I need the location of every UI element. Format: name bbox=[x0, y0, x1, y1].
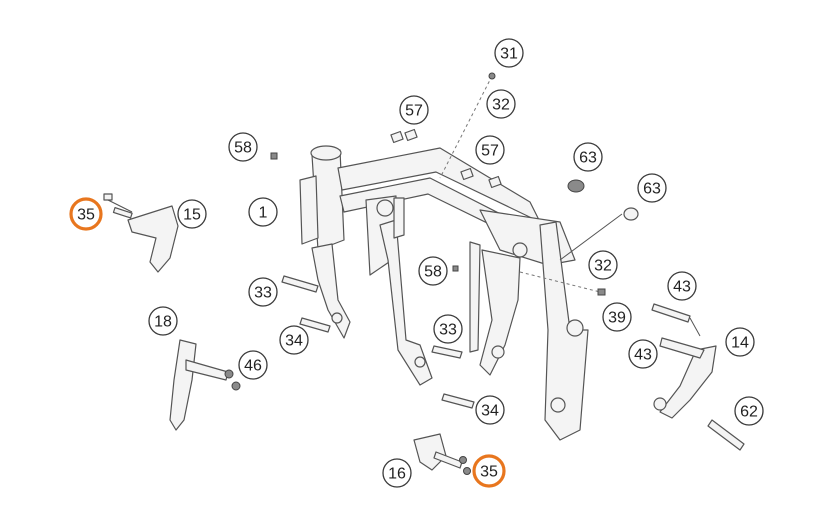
callout-label: 63 bbox=[579, 150, 597, 167]
callout-14[interactable]: 14 bbox=[725, 327, 755, 357]
callout-ring bbox=[494, 38, 524, 68]
callout-63[interactable]: 63 bbox=[573, 142, 603, 172]
callout-58[interactable]: 58 bbox=[228, 132, 258, 162]
callout-ring bbox=[248, 277, 278, 307]
callout-58[interactable]: 58 bbox=[418, 256, 448, 286]
callout-ring bbox=[382, 458, 412, 488]
callout-ring bbox=[433, 314, 463, 344]
callout-ring bbox=[475, 395, 505, 425]
callout-label: 58 bbox=[234, 140, 252, 157]
callout-33[interactable]: 33 bbox=[248, 277, 278, 307]
callout-39[interactable]: 39 bbox=[602, 302, 632, 332]
callout-label: 33 bbox=[254, 285, 272, 302]
callout-ring bbox=[279, 325, 309, 355]
callout-label: 43 bbox=[634, 347, 652, 364]
callout-16[interactable]: 16 bbox=[382, 458, 412, 488]
callout-label: 46 bbox=[244, 358, 262, 375]
callout-ring bbox=[418, 256, 448, 286]
callout-label: 14 bbox=[731, 335, 749, 352]
callout-label: 57 bbox=[405, 103, 423, 120]
callout-ring bbox=[148, 306, 178, 336]
callout-label: 63 bbox=[643, 181, 661, 198]
callout-43[interactable]: 43 bbox=[667, 271, 697, 301]
callout-ring bbox=[602, 302, 632, 332]
callout-label: 32 bbox=[594, 258, 612, 275]
callout-label: 15 bbox=[183, 207, 201, 224]
callout-ring bbox=[667, 271, 697, 301]
callout-32[interactable]: 32 bbox=[588, 250, 618, 280]
callout-43[interactable]: 43 bbox=[628, 339, 658, 369]
callout-62[interactable]: 62 bbox=[734, 396, 764, 426]
callout-label: 33 bbox=[439, 322, 457, 339]
callout-ring bbox=[238, 350, 268, 380]
callout-ring bbox=[69, 197, 103, 231]
callout-57[interactable]: 57 bbox=[475, 135, 505, 165]
small-parts bbox=[270, 72, 639, 296]
callout-label: 35 bbox=[77, 207, 95, 224]
callout-1[interactable]: 1 bbox=[248, 197, 278, 227]
callout-label: 32 bbox=[492, 97, 510, 114]
callout-label: 18 bbox=[154, 314, 172, 331]
callout-label: 34 bbox=[481, 403, 499, 420]
callout-ring bbox=[228, 132, 258, 162]
callout-ring bbox=[475, 135, 505, 165]
callout-34[interactable]: 34 bbox=[279, 325, 309, 355]
callout-label: 31 bbox=[500, 46, 518, 63]
callout-15[interactable]: 15 bbox=[177, 199, 207, 229]
callout-18[interactable]: 18 bbox=[148, 306, 178, 336]
callout-57[interactable]: 57 bbox=[399, 95, 429, 125]
callout-label: 43 bbox=[673, 279, 691, 296]
bracket-16 bbox=[413, 433, 471, 475]
callout-ring bbox=[472, 454, 506, 488]
callout-ring bbox=[588, 250, 618, 280]
callout-label: 39 bbox=[608, 310, 626, 327]
callout-33[interactable]: 33 bbox=[433, 314, 463, 344]
callout-label: 34 bbox=[285, 333, 303, 350]
callouts-layer: 31 32 57 57 58 63 63 35 15 1 58 32 33 43 39 18 34 33 14 43 4… bbox=[69, 38, 764, 488]
callout-35-highlighted[interactable]: 35 bbox=[472, 454, 506, 488]
bracket-15 bbox=[103, 193, 179, 273]
bracket-18 bbox=[169, 339, 241, 431]
callout-label: 1 bbox=[259, 205, 268, 222]
callout-label: 16 bbox=[388, 466, 406, 483]
callout-ring bbox=[725, 327, 755, 357]
callout-label: 62 bbox=[740, 404, 758, 421]
callout-ring bbox=[399, 95, 429, 125]
callout-ring bbox=[573, 142, 603, 172]
main-frame bbox=[299, 145, 589, 441]
callout-label: 35 bbox=[480, 464, 498, 481]
callout-ring bbox=[637, 173, 667, 203]
callout-ring bbox=[177, 199, 207, 229]
callout-ring bbox=[628, 339, 658, 369]
callout-ring bbox=[734, 396, 764, 426]
callout-label: 58 bbox=[424, 264, 442, 281]
callout-ring bbox=[486, 89, 516, 119]
callout-46[interactable]: 46 bbox=[238, 350, 268, 380]
bracket-14 bbox=[651, 303, 745, 451]
callout-34[interactable]: 34 bbox=[475, 395, 505, 425]
callout-35-highlighted[interactable]: 35 bbox=[69, 197, 103, 231]
callout-31[interactable]: 31 bbox=[494, 38, 524, 68]
callout-63[interactable]: 63 bbox=[637, 173, 667, 203]
callout-32[interactable]: 32 bbox=[486, 89, 516, 119]
bolts-left bbox=[281, 275, 475, 409]
callout-ring bbox=[248, 197, 278, 227]
callout-label: 57 bbox=[481, 143, 499, 160]
